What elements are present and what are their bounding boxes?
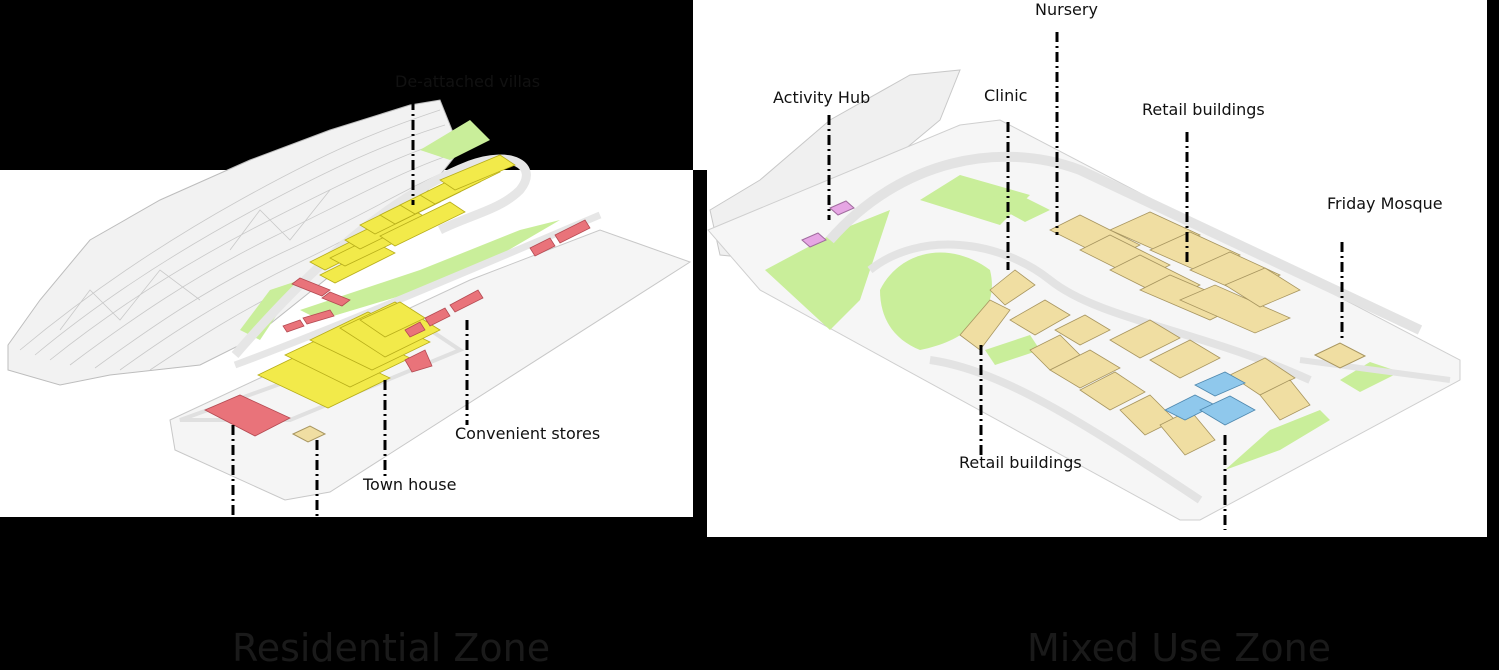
clinic-blocks [1164, 371, 1256, 426]
label-town-house: Town house [363, 475, 457, 494]
leader-lines [827, 32, 1344, 530]
green-area [765, 210, 890, 330]
mixed-use-panel-black-notch [693, 0, 707, 170]
retail-blocks-north [1049, 211, 1301, 334]
green-area [1225, 410, 1330, 470]
small-retail-block [291, 425, 327, 443]
road [233, 211, 602, 369]
green-area [880, 252, 992, 350]
label-clinic: Clinic [984, 86, 1028, 105]
road [826, 151, 1423, 335]
road [929, 356, 1203, 504]
label-retail-buildings-top: Retail buildings [1142, 100, 1265, 119]
green-area [920, 175, 1030, 225]
activity-hub-block [801, 232, 827, 248]
road [867, 240, 1312, 384]
label-friday-mosque: Friday Mosque [1327, 194, 1443, 213]
retail-blocks-south [959, 269, 1311, 456]
label-de-attached-villas: De-attached villas [395, 72, 541, 91]
label-nursery: Nursery [1035, 0, 1098, 19]
mixed-use-site-model [707, 32, 1461, 530]
activity-hub-block [829, 200, 855, 216]
leader-lines [231, 100, 469, 517]
green-area [420, 120, 490, 160]
zone-title-mixed-use: Mixed Use Zone [1027, 626, 1332, 670]
label-convenient-stores: Convenient stores [455, 424, 601, 443]
store-blocks [204, 219, 591, 437]
zone-title-residential: Residential Zone [232, 626, 551, 670]
label-activity-hub: Activity Hub [773, 88, 871, 107]
road [1299, 357, 1451, 383]
green-area [985, 190, 1050, 222]
villa-blocks [309, 154, 516, 284]
residential-site-model [7, 99, 692, 517]
mosque-block [1313, 342, 1367, 369]
townhouse-blocks [257, 301, 441, 409]
label-retail-buildings-bottom: Retail buildings [959, 453, 1082, 472]
green-area [985, 335, 1040, 365]
green-area [300, 220, 560, 320]
